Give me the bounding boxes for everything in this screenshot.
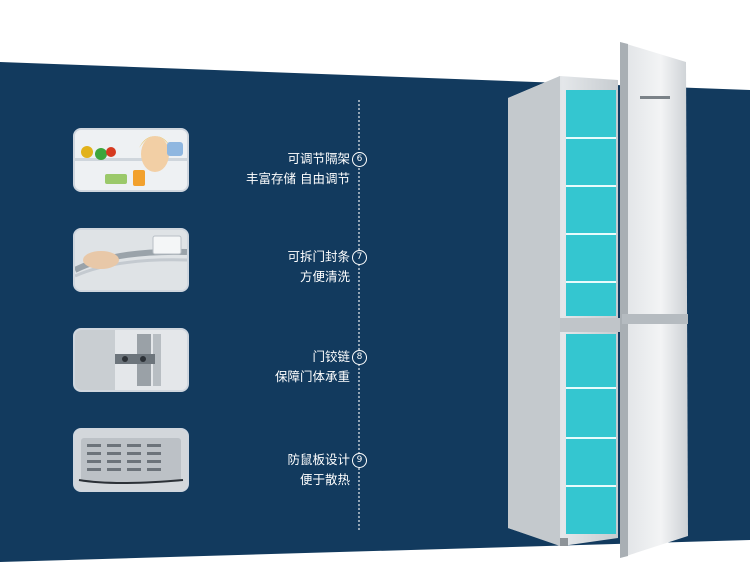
rat-proof-plate-photo	[73, 428, 189, 492]
feature-number-badge: 8	[352, 350, 367, 365]
feature-title: 防鼠板设计	[287, 452, 350, 467]
feature-6: 可调节隔架 丰富存储 自由调节	[246, 149, 350, 189]
feature-number-badge: 7	[352, 250, 367, 265]
feature-9: 防鼠板设计 便于散热	[287, 450, 350, 490]
door-hinge-photo	[73, 328, 189, 392]
open-refrigerator-image	[508, 42, 688, 558]
feature-title: 可拆门封条	[287, 249, 350, 264]
dotted-divider	[358, 100, 360, 530]
feature-subtitle: 保障门体承重	[274, 369, 350, 384]
removable-door-seal-photo	[73, 228, 189, 292]
feature-subtitle: 丰富存储 自由调节	[246, 171, 350, 186]
feature-title: 门铰链	[312, 349, 350, 364]
feature-number-badge: 6	[352, 152, 367, 167]
feature-8: 门铰链 保障门体承重	[275, 347, 350, 387]
feature-7: 可拆门封条 方便清洗	[287, 247, 350, 287]
feature-subtitle: 便于散热	[299, 472, 350, 487]
feature-title: 可调节隔架	[287, 151, 350, 166]
feature-subtitle: 方便清洗	[299, 269, 350, 284]
feature-number-badge: 9	[352, 453, 367, 468]
adjustable-shelf-photo	[73, 128, 189, 192]
